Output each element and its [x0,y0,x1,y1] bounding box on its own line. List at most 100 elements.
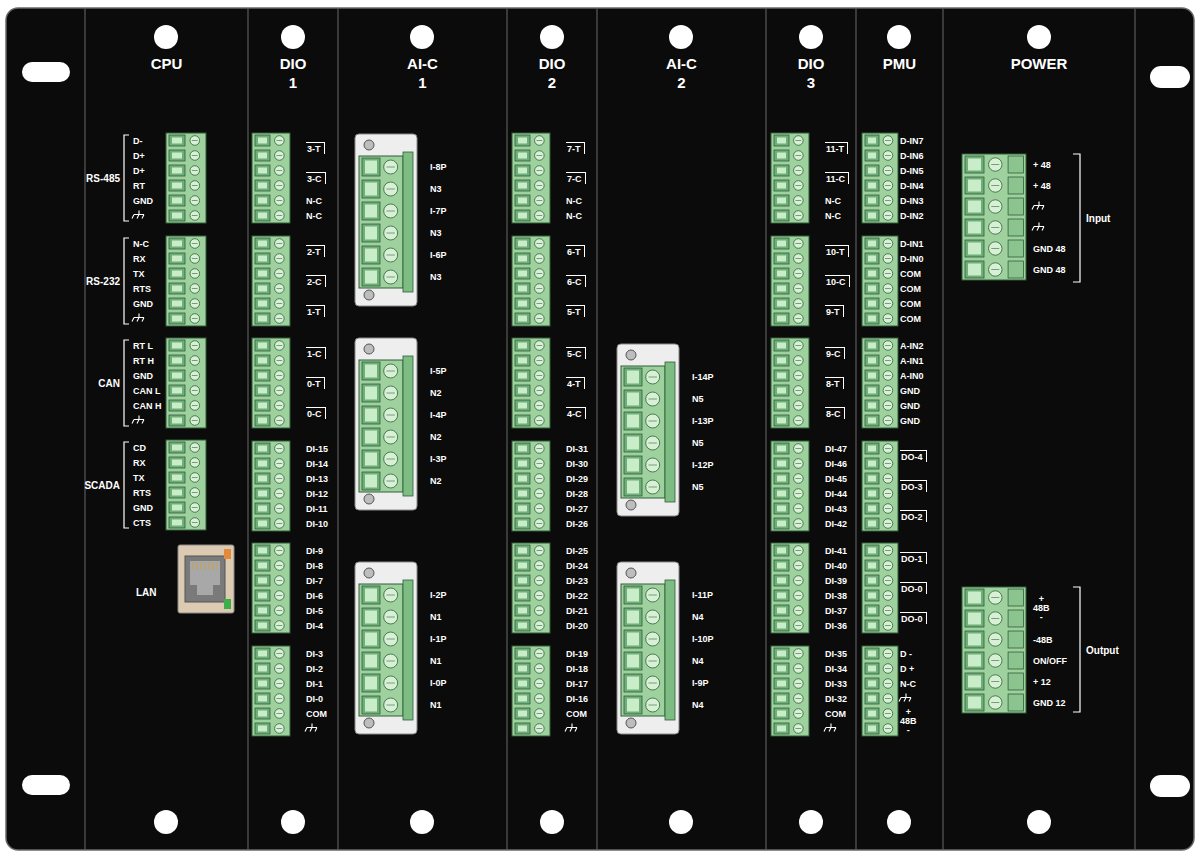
wire-slot [255,210,270,221]
terminal-screw [190,503,200,513]
terminal-block [771,133,809,223]
wire-slot-opening [777,651,786,657]
screw-slot [795,170,801,171]
screw-slot [276,420,282,421]
wire-slot-opening [868,491,876,497]
screw-slot [795,140,801,141]
terminal-screw [535,546,545,556]
wire-slot-opening [627,481,639,494]
terminal-screw [794,196,804,206]
terminal-screw [646,436,660,450]
pin-label: N5 [692,394,704,405]
screw-slot [795,155,801,156]
screw-slot [276,683,282,684]
wire-slot [965,198,984,215]
terminal-screw [190,211,200,221]
wire-slot [255,693,270,704]
screw-slot [276,303,282,304]
screw-slot [192,243,198,244]
wire-slot-opening [868,256,876,262]
module-panel: DIO 1 [248,10,338,848]
pin-label: DI-3 [306,648,323,659]
wire-slot-opening [968,697,981,709]
wire-slot-opening [868,651,876,657]
terminal-block [252,441,290,531]
wire-slot [865,150,879,161]
screw-slot [276,390,282,391]
screw-slot [536,170,542,171]
terminal-screw [535,489,545,499]
terminal-screw [883,724,893,734]
terminal-screw [190,181,200,191]
terminal-block [252,646,290,736]
terminal-screw [989,675,1002,688]
terminal-block [252,543,290,633]
pin-label: COM [566,708,587,719]
screw-slot [536,478,542,479]
terminal-screw [535,664,545,674]
terminal-screw [190,401,200,411]
wire-slot [255,340,270,351]
wire-slot-opening [258,301,267,307]
pin-label: + 48 [1033,159,1051,170]
screw-slot [536,405,542,406]
wire-slot [255,150,270,161]
wire-slot [774,545,789,556]
screw-slot [536,610,542,611]
wire-slot-opening [627,589,639,602]
wire-slot-opening [518,476,527,482]
terminal-screw [646,392,660,406]
screw-slot [885,653,891,654]
wire-slot [774,503,789,514]
terminal-screw [883,679,893,689]
terminal-screw [883,151,893,161]
terminal-screw [883,181,893,191]
wire-slot [624,390,642,408]
screw-slot [795,493,801,494]
wire-slot-opening [868,681,876,687]
terminal-screw [794,591,804,601]
screw-slot [991,681,999,682]
wire-slot [865,560,879,571]
relay-label: 9-C [825,347,845,359]
wire-slot [624,630,642,648]
flange-screw [626,568,636,578]
screw-slot [536,448,542,449]
terminal-screw [794,136,804,146]
screw-slot [795,698,801,699]
screw-slot [885,698,891,699]
wire-slot-opening [172,271,182,277]
screw-slot [276,170,282,171]
terminal-screw [275,459,285,469]
relay-label: 0-T [306,377,325,389]
terminal-screw [989,612,1002,625]
terminal-screw [384,632,398,646]
terminal-screw [384,248,398,262]
pin-label: DI-39 [825,575,847,586]
pin-label: N-C [566,210,582,221]
wire-slot [362,630,380,648]
wire-slot-opening [868,403,876,409]
pin-label: CD [133,442,146,453]
wire-slot [624,608,642,626]
wire-slot-opening [172,490,182,496]
screw-slot [648,377,656,378]
screw-slot [536,273,542,274]
wire-slot-opening [258,608,267,614]
pin-label: N-C [306,195,322,206]
terminal-screw [535,519,545,529]
wire-slot [515,458,530,469]
terminal-screw [794,519,804,529]
wire-slot-opening [777,696,786,702]
terminal-screw [275,136,285,146]
wire-slot-opening [518,373,527,379]
wire-slot [362,428,380,446]
pin-label: GND [900,400,920,411]
screw-slot [795,215,801,216]
terminal-screw [794,709,804,719]
wire-slot-opening [258,343,267,349]
screw-slot [795,595,801,596]
terminal-screw [646,370,660,384]
wire-slot-opening [868,388,876,394]
